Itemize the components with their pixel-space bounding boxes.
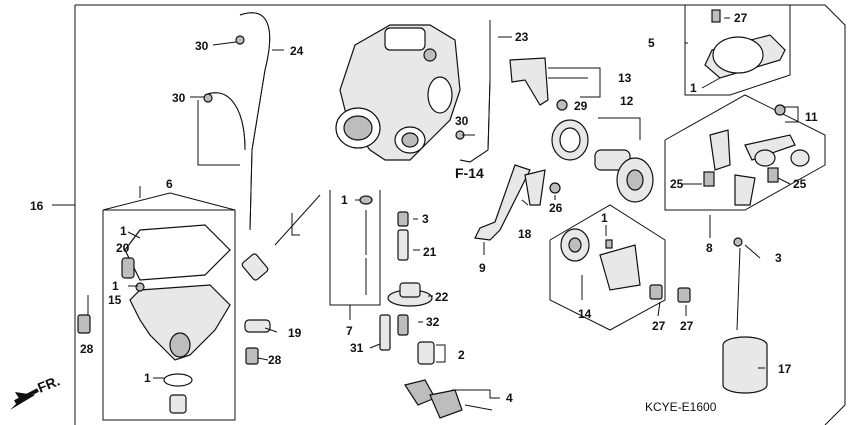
accelerator-pump-parts: [560, 228, 691, 303]
callout-3-right: 3: [775, 251, 782, 265]
diagram-code: KCYE-E1600: [645, 400, 717, 414]
callout-31: 31: [350, 341, 364, 355]
callout-6: 6: [166, 177, 173, 191]
page-reference-f14: F-14: [455, 165, 484, 181]
callout-19: 19: [288, 326, 302, 340]
lever-set-box: [664, 94, 826, 211]
callout-1-needle: 1: [341, 193, 348, 207]
callout-18: 18: [518, 227, 532, 241]
callout-32: 32: [426, 315, 440, 329]
hose-clip-30-mid: [203, 93, 213, 103]
vent-hose-23: [459, 20, 491, 163]
callout-28-left: 28: [80, 342, 94, 356]
adjust-screw-10: [241, 194, 321, 281]
jet-needle-3-and-cup-17: [722, 237, 768, 394]
callout-26: 26: [549, 201, 563, 215]
direction-label: FR.: [35, 372, 62, 395]
callout-9: 9: [479, 261, 486, 275]
callout-20: 20: [116, 241, 130, 255]
callout-labels: 30 24 30 23 13 29 12 30 5 27 1 11 25 25 …: [30, 11, 818, 414]
callout-4: 4: [506, 391, 513, 405]
callout-1-oring: 1: [144, 371, 151, 385]
callout-28-right: 28: [268, 353, 282, 367]
callout-27-right: 27: [680, 319, 694, 333]
needle-set-parts: [359, 195, 433, 351]
callout-22: 22: [435, 290, 449, 304]
float-chamber-box: [102, 192, 236, 421]
callout-14: 14: [578, 307, 592, 321]
callout-7: 7: [346, 324, 353, 338]
lever-link-18: [524, 169, 546, 206]
callout-15: 15: [108, 293, 122, 307]
callout-13: 13: [618, 71, 632, 85]
needle-set-bracket: [329, 190, 381, 306]
callout-30-top: 30: [195, 39, 209, 53]
callout-29: 29: [574, 99, 588, 113]
callout-27-left: 27: [652, 319, 666, 333]
callout-1-cover: 1: [690, 81, 697, 95]
float-bowl-assembly: [77, 224, 271, 414]
callout-1-pump: 1: [601, 211, 608, 225]
callout-27-top: 27: [734, 11, 748, 25]
leader-lines: [52, 17, 799, 399]
callout-23: 23: [515, 30, 529, 44]
callout-12: 12: [620, 94, 634, 108]
choke-and-plunger: [404, 341, 493, 419]
callout-8: 8: [706, 241, 713, 255]
callout-5: 5: [648, 36, 655, 50]
screw-29: [556, 99, 568, 111]
callout-24: 24: [290, 44, 304, 58]
callout-30-right: 30: [455, 114, 469, 128]
throttle-lever-9: [474, 164, 531, 241]
front-direction-arrow: [10, 388, 39, 410]
lever-set-parts: [703, 104, 810, 206]
bracket-13: [509, 57, 549, 106]
fuel-hose-24: [204, 12, 271, 231]
callout-3-left: 3: [422, 212, 429, 226]
callout-11: 11: [805, 110, 818, 124]
callout-16: 16: [30, 199, 44, 213]
accelerator-pump-box: [549, 204, 666, 331]
callout-25-left: 25: [670, 177, 684, 191]
outer-frame: [74, 4, 846, 425]
carburetor-body: [335, 24, 461, 161]
hose-clip-30-top: [235, 35, 245, 45]
callout-25-right: 25: [793, 177, 807, 191]
screw-26: [549, 182, 561, 194]
top-cover-assembly: [704, 9, 786, 79]
top-cover-box: [684, 4, 791, 96]
callout-30-mid: 30: [172, 91, 186, 105]
callout-21: 21: [423, 245, 437, 259]
throttle-drum-12: [551, 119, 654, 203]
callout-2: 2: [458, 348, 465, 362]
callout-17: 17: [778, 362, 792, 376]
callout-1-bowl: 1: [112, 279, 119, 293]
callout-1-gasket: 1: [120, 224, 127, 238]
